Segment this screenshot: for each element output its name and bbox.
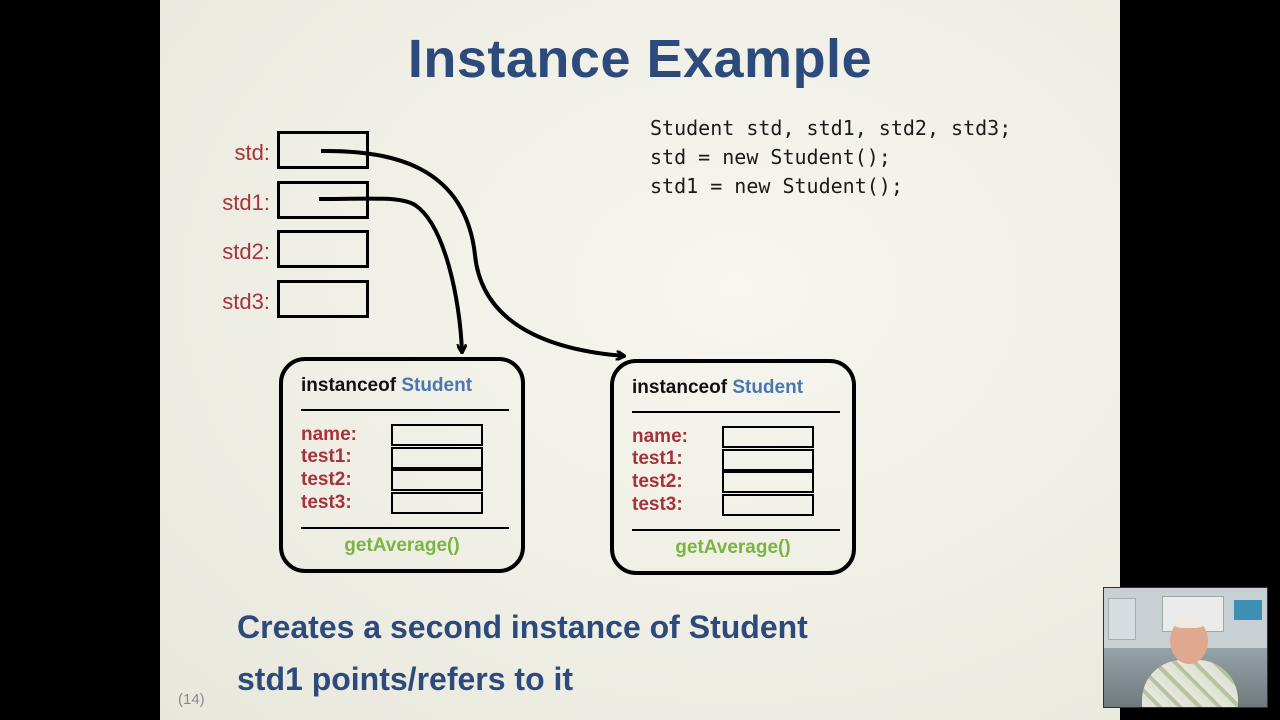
- field-box-test2: [391, 469, 483, 491]
- arrow-std1-to-instance-1: [318, 196, 462, 352]
- field-label-test3: test3:: [632, 494, 683, 515]
- instance-keyword: instanceof: [301, 375, 397, 396]
- slide-title: Instance Example: [407, 29, 873, 89]
- field-label-name: name:: [632, 426, 688, 447]
- field-box-test3: [722, 494, 814, 516]
- instance-header: instanceof Student: [301, 375, 472, 397]
- method-get-average: getAverage(): [344, 535, 460, 556]
- caption-line-1: Creates a second instance of Student: [237, 609, 808, 645]
- code-line: Student std, std1, std2, std3;: [650, 116, 1012, 140]
- student-instance-1: instanceof Student name: test1: test2: t…: [279, 357, 525, 573]
- caption-line-2: std1 points/refers to it: [237, 661, 574, 697]
- field-label-test2: test2:: [632, 471, 683, 492]
- instance-class-name: Student: [732, 377, 804, 398]
- instance-keyword: instanceof: [632, 377, 728, 398]
- field-label-test2: test2:: [301, 469, 352, 490]
- field-box-name: [722, 426, 814, 448]
- reference-arrows: [318, 148, 1120, 720]
- instance-divider: [301, 409, 509, 411]
- instance-divider: [301, 527, 509, 529]
- variable-label-std1: std1:: [222, 190, 270, 215]
- variable-label-std2: std2:: [222, 239, 270, 264]
- variable-box-std2: [277, 230, 369, 268]
- field-box-test1: [391, 447, 483, 469]
- presenter-webcam: [1103, 587, 1268, 708]
- field-label-name: name:: [301, 424, 357, 445]
- variable-box-std: [277, 131, 369, 169]
- instance-header: instanceof Student: [632, 377, 803, 399]
- field-box-test2: [722, 471, 814, 493]
- instance-divider: [632, 529, 840, 531]
- field-label-test1: test1:: [632, 448, 683, 469]
- field-box-test1: [722, 449, 814, 471]
- instance-divider: [632, 411, 840, 413]
- code-line: std1 = new Student();: [650, 174, 903, 198]
- code-line: std = new Student();: [650, 145, 891, 169]
- field-label-test3: test3:: [301, 492, 352, 513]
- student-instance-2: instanceof Student name: test1: test2: t…: [610, 359, 856, 575]
- variable-label-std3: std3:: [222, 289, 270, 314]
- field-box-test3: [391, 492, 483, 514]
- method-get-average: getAverage(): [675, 537, 791, 558]
- instance-class-name: Student: [401, 375, 473, 396]
- slide: Instance Example Student std, std1, std2…: [160, 0, 1120, 720]
- field-label-test1: test1:: [301, 446, 352, 467]
- code-block: Student std, std1, std2, std3; std = new …: [650, 114, 1011, 201]
- arrow-std-to-instance-2: [320, 148, 624, 356]
- page-number: (14): [178, 691, 205, 708]
- variable-box-std3: [277, 280, 369, 318]
- variable-label-std: std:: [234, 140, 270, 165]
- field-box-name: [391, 424, 483, 446]
